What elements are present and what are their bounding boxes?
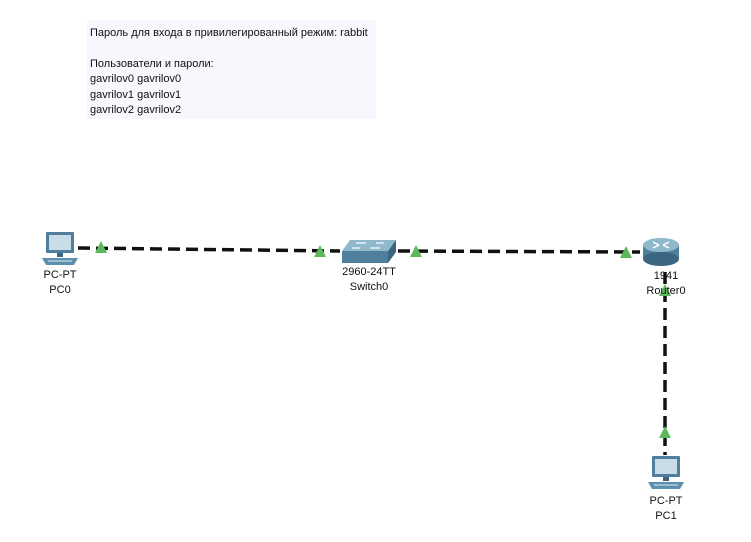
pc-icon: [648, 456, 684, 489]
switch0-model-label: 2960-24TT: [342, 266, 396, 278]
router0-model-label: 1941: [653, 270, 679, 282]
link-status-up-icon: [659, 284, 671, 296]
pc0-name-label: PC0: [49, 284, 71, 296]
link-status-up-icon: [620, 246, 632, 258]
device-switch0[interactable]: [340, 239, 398, 265]
note-box[interactable]: Пароль для входа в привилегированный реж…: [87, 20, 376, 119]
switch0-name-label: Switch0: [349, 281, 389, 293]
pc1-model-label: PC-PT: [649, 495, 683, 507]
link-status-up-icon: [659, 426, 671, 438]
link-pc0-switch0[interactable]: [77, 246, 341, 253]
switch-icon: [342, 240, 396, 263]
link-status-up-icon: [410, 245, 422, 257]
pc-icon: [42, 232, 78, 265]
user-entry: gavrilov2 gavrilov2: [90, 104, 182, 116]
router-icon: [643, 238, 679, 266]
link-switch0-router0[interactable]: [397, 249, 641, 254]
pc1-name-label: PC1: [655, 510, 677, 522]
user-entry: gavrilov1 gavrilov1: [90, 88, 182, 101]
device-router0[interactable]: [641, 236, 681, 268]
enable-password-text: Пароль для входа в привилегированный реж…: [90, 27, 368, 39]
link-status-up-icon: [95, 241, 107, 253]
link-status-up-icon: [314, 245, 326, 257]
router0-name-label: Router0: [646, 285, 686, 297]
users-header-text: Пользователи и пароли:: [90, 57, 214, 70]
pc0-model-label: PC-PT: [43, 269, 77, 281]
device-pc0[interactable]: [40, 231, 80, 267]
user-entry: gavrilov0 gavrilov0: [90, 73, 182, 85]
device-pc1[interactable]: [646, 455, 686, 491]
